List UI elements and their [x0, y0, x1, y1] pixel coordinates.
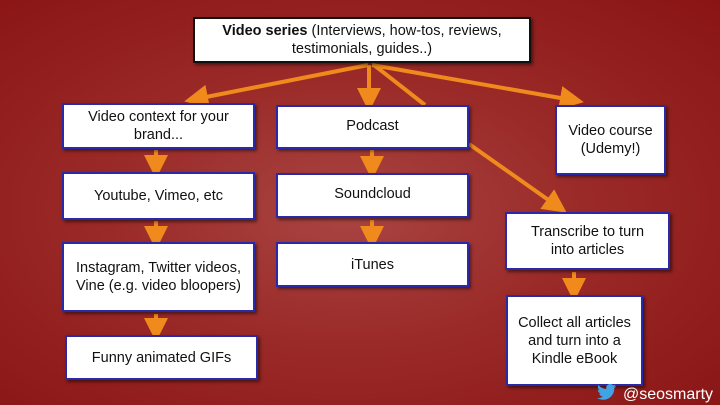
node-video-course: Video course (Udemy!) — [555, 105, 666, 175]
node-label: Video course (Udemy!) — [568, 123, 653, 157]
node-gifs: Funny animated GIFs — [65, 335, 258, 380]
arrow-root-course — [371, 63, 584, 110]
node-soundcloud: Soundcloud — [276, 173, 469, 218]
root-title: Video series — [222, 23, 308, 39]
arrow-podcast-transcribe — [467, 142, 567, 213]
node-youtube: Youtube, Vimeo, etc — [62, 172, 255, 220]
node-label: Funny animated GIFs — [91, 349, 232, 366]
node-label: iTunes — [351, 256, 394, 273]
node-label: Youtube, Vimeo, etc — [94, 188, 223, 204]
twitter-bird-icon — [597, 384, 617, 405]
node-label: Transcribe to turn into articles — [530, 224, 645, 258]
node-video-context: Video context for your brand... — [62, 103, 255, 149]
root-description: (Interviews, how-tos, reviews, testimoni… — [291, 23, 502, 57]
arrow-root-transcribe-segment — [372, 63, 427, 107]
node-transcribe: Transcribe to turn into articles — [505, 212, 670, 270]
node-label: Soundcloud — [334, 186, 411, 202]
node-ebook: Collect all articles and turn into a Kin… — [506, 295, 643, 386]
node-label: Video context for your brand... — [88, 109, 229, 143]
node-label: Podcast — [346, 118, 399, 134]
root-node-video-series: Video series (Interviews, how-tos, revie… — [193, 17, 531, 63]
twitter-handle: @seosmarty — [597, 384, 713, 405]
twitter-handle-text: @seosmarty — [623, 385, 714, 403]
node-label: Instagram, Twitter videos, Vine (e.g. vi… — [76, 260, 241, 294]
node-itunes: iTunes — [276, 242, 469, 287]
node-label: Collect all articles and turn into a Kin… — [518, 314, 631, 367]
node-instagram: Instagram, Twitter videos, Vine (e.g. vi… — [62, 242, 255, 312]
node-podcast: Podcast — [276, 105, 469, 149]
arrow-root-video-context — [184, 63, 369, 109]
